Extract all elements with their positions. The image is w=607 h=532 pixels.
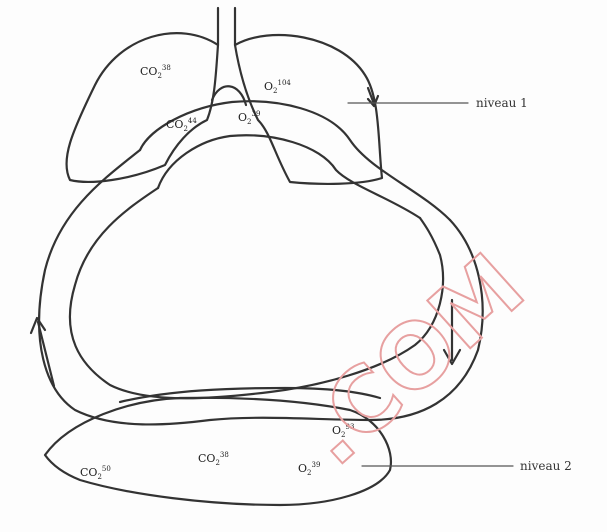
watermark-text: .COM — [281, 234, 543, 485]
trachea — [218, 8, 235, 45]
upper-vessel-outer — [140, 101, 450, 220]
level-1-label: niveau 1 — [476, 96, 528, 110]
lungs — [66, 33, 382, 184]
lung-o2-label: O2104 — [264, 79, 291, 95]
lung-co2-label: CO238 — [140, 64, 171, 80]
tissue-co2-left-label: CO250 — [80, 465, 111, 481]
tissue-o2-bottom-label: O239 — [298, 461, 320, 477]
level-2-label: niveau 2 — [520, 459, 572, 473]
tissue-co2-middle-label: CO238 — [198, 451, 229, 467]
upper-vessel-co2-label: CO244 — [166, 117, 197, 133]
